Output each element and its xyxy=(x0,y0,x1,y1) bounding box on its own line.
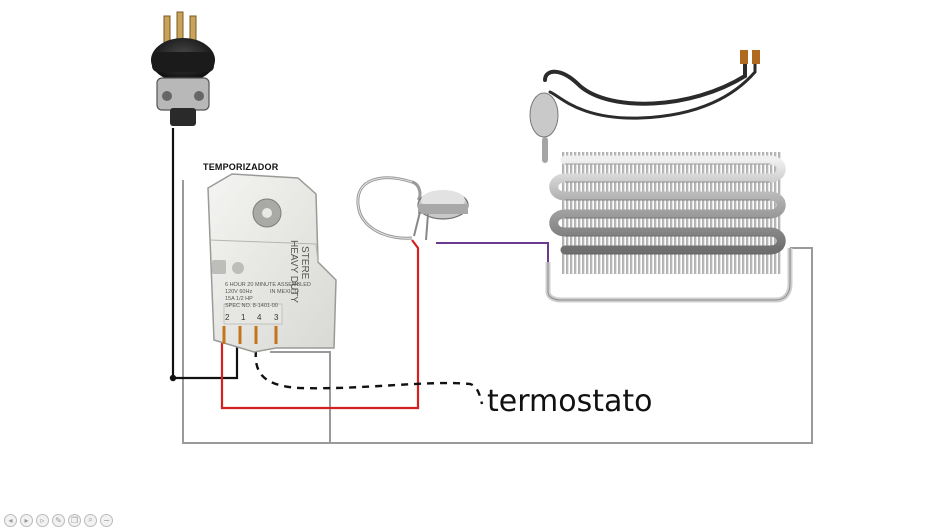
minus-icon[interactable]: − xyxy=(100,513,113,527)
timer-label: TEMPORIZADOR xyxy=(203,162,279,172)
timer-spec-line1: 6 HOUR 20 MINUTE ASSEMBLED xyxy=(225,282,311,288)
power-plug xyxy=(151,11,215,126)
timer-spec-line3: 15A 1/2 HP xyxy=(225,296,253,302)
thermostat-label: termostato xyxy=(487,384,653,419)
junction-dot xyxy=(169,374,177,382)
timer-terminal-3: 3 xyxy=(274,313,279,322)
evaporator-coil xyxy=(529,50,793,303)
copy-icon[interactable]: ❐ xyxy=(68,513,81,527)
back-icon[interactable]: ◂ xyxy=(4,513,17,527)
black-wire xyxy=(171,128,239,380)
purple-wire xyxy=(436,242,549,262)
pen-icon[interactable]: ✎ xyxy=(52,513,65,527)
defrost-timer xyxy=(207,173,337,353)
bimetal-thermostat xyxy=(356,176,469,241)
timer-terminal-4: 4 xyxy=(257,313,262,322)
forward-icon[interactable]: ▹ xyxy=(36,513,49,527)
timer-terminal-1: 1 xyxy=(241,313,246,322)
timer-brand-line1: STERE xyxy=(299,246,310,280)
timer-terminal-2: 2 xyxy=(225,313,230,322)
thermostat-dashed-wire xyxy=(254,349,484,405)
timer-made-in: IN MEXICO xyxy=(270,289,299,295)
timer-spec-line2: 120V 60Hz xyxy=(225,289,252,295)
play-icon[interactable]: ▸ xyxy=(20,513,33,527)
timer-brand-line2: HEAVY DUTY xyxy=(288,240,299,303)
red-wire xyxy=(220,239,420,410)
gray-wire xyxy=(182,180,813,444)
player-controls: ◂ ▸ ▹ ✎ ❐ ⌕ − xyxy=(4,512,113,528)
timer-spec-line4: SPEC NO. 8-1401-00 xyxy=(225,303,278,309)
search-icon[interactable]: ⌕ xyxy=(84,513,97,527)
